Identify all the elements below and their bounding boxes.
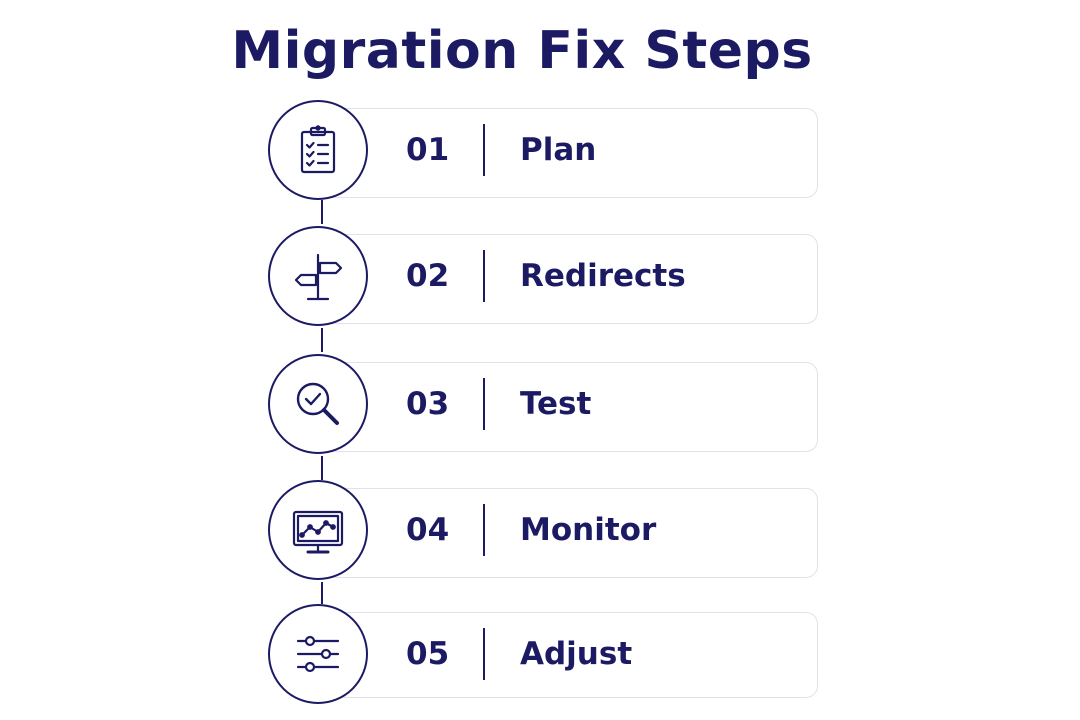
step-icon-circle [268, 480, 368, 580]
step-number: 03 [406, 386, 450, 422]
step-label: Redirects [520, 258, 686, 294]
step-label: Plan [520, 132, 597, 168]
step-card [320, 234, 818, 324]
step-redirects: 02 Redirects [268, 226, 820, 330]
step-divider [483, 504, 485, 556]
step-card [320, 362, 818, 452]
connector-line [321, 328, 323, 352]
step-divider [483, 124, 485, 176]
signpost-icon [294, 253, 343, 301]
connector-line [321, 456, 323, 480]
step-icon-circle [268, 226, 368, 326]
step-card [320, 108, 818, 198]
step-icon-circle [268, 100, 368, 200]
magnifier-check-icon [296, 382, 339, 425]
step-number: 02 [406, 258, 450, 294]
monitor-chart-icon [292, 510, 344, 554]
step-label: Adjust [520, 636, 633, 672]
page-title: Migration Fix Steps [231, 21, 813, 81]
step-icon-circle [268, 354, 368, 454]
step-card [320, 612, 818, 698]
step-divider [483, 250, 485, 302]
step-plan: 01 Plan [268, 100, 820, 204]
step-test: 03 Test [268, 354, 820, 458]
sliders-icon [296, 635, 340, 673]
step-number: 01 [406, 132, 450, 168]
step-number: 04 [406, 512, 450, 548]
step-divider [483, 378, 485, 430]
step-icon-circle [268, 604, 368, 704]
step-label: Monitor [520, 512, 657, 548]
step-label: Test [520, 386, 592, 422]
step-adjust: 05 Adjust [268, 604, 820, 708]
step-monitor: 04 Monitor [268, 480, 820, 584]
step-card [320, 488, 818, 578]
connector-line [321, 200, 323, 224]
step-divider [483, 628, 485, 680]
connector-line [321, 582, 323, 604]
step-number: 05 [406, 636, 450, 672]
clipboard-checklist-icon [300, 125, 336, 174]
